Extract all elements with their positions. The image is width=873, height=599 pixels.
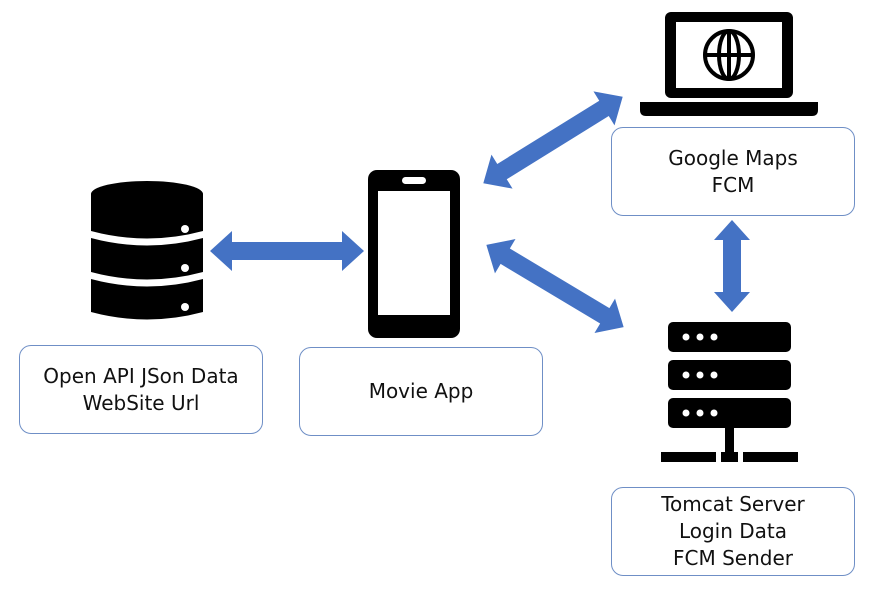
arrow-google-tomcat (714, 220, 750, 312)
google-maps-node: Google Maps FCM (611, 127, 855, 216)
tomcat-line-3: FCM Sender (673, 546, 793, 570)
movie-app-node: Movie App (299, 347, 543, 436)
arrow-movie-tomcat (486, 239, 624, 333)
google-maps-line-2: FCM (711, 172, 755, 197)
server-rack-icon (661, 322, 798, 462)
open-api-line-2: WebSite Url (82, 390, 200, 415)
tomcat-line-2: Login Data (678, 519, 788, 543)
open-api-line-1: Open API JSon Data (43, 363, 239, 388)
laptop-globe-icon (640, 12, 818, 116)
google-maps-line-1: Google Maps (668, 145, 798, 170)
smartphone-icon (368, 170, 460, 338)
open-api-node: Open API JSon Data WebSite Url (19, 345, 263, 434)
movie-app-label: Movie App (368, 379, 474, 403)
arrow-openapi-movie (210, 231, 364, 271)
tomcat-server-node: Tomcat Server Login Data FCM Sender (611, 487, 855, 576)
arrow-movie-google (483, 91, 623, 189)
database-icon (91, 181, 203, 320)
tomcat-line-1: Tomcat Server (661, 492, 805, 516)
